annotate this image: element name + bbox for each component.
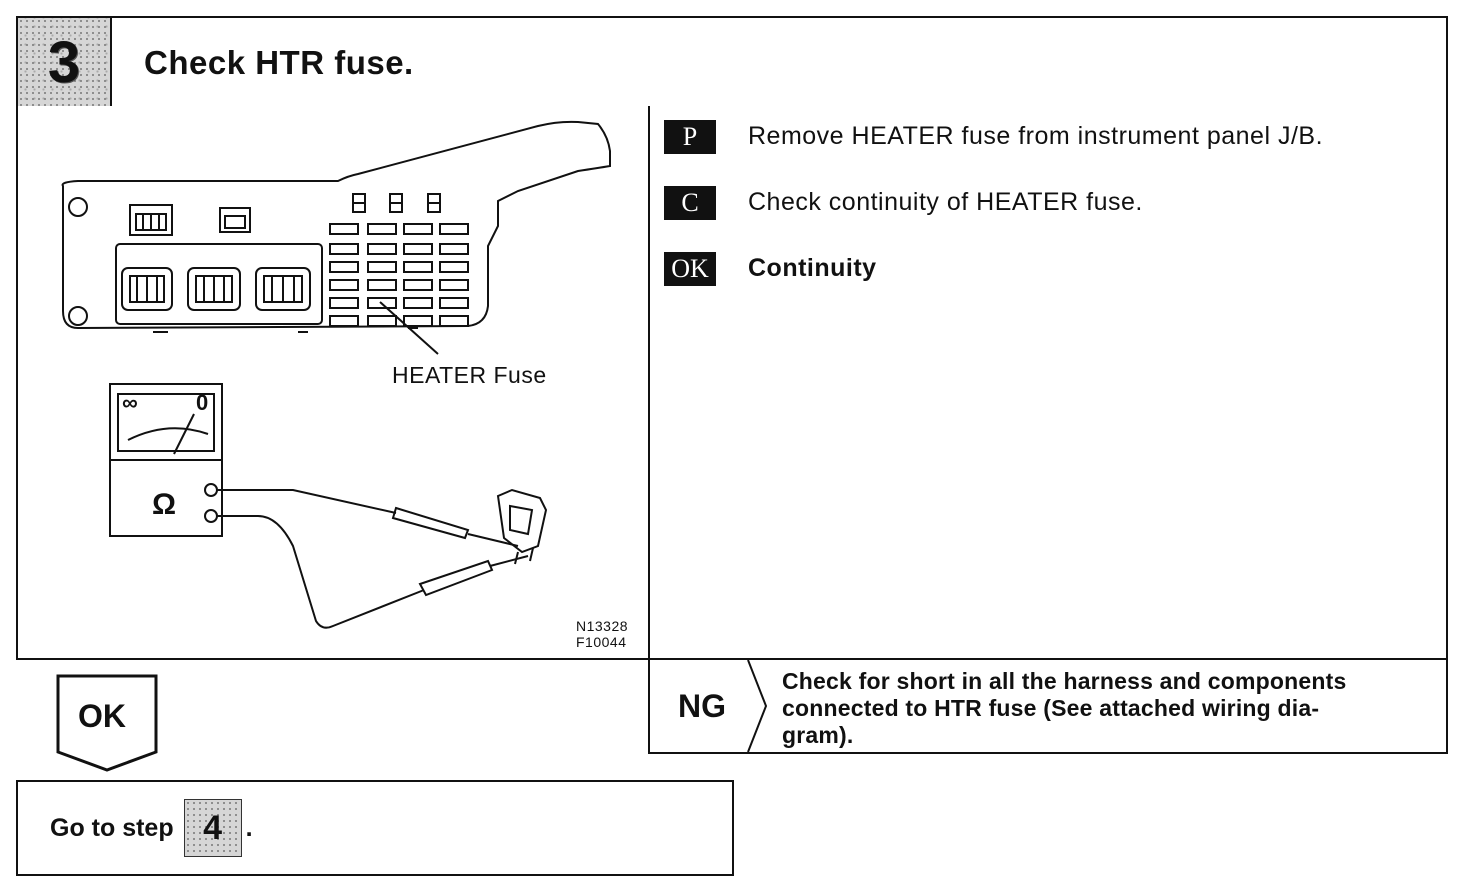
ng-branch: NG Check for short in all the harness an… <box>648 658 1448 754</box>
test-lead-1 <box>217 489 397 514</box>
meter-infinity-mark: ∞ <box>122 390 138 415</box>
goto-step-line: Go to step 4 . <box>50 799 253 857</box>
fuse-grid <box>329 223 469 327</box>
step-header: 3 Check HTR fuse. <box>16 16 1448 108</box>
goto-step-suffix: . <box>245 813 253 842</box>
fuse-check-illustration <box>61 120 611 629</box>
tag-p: P <box>664 120 716 154</box>
instruction-remove-fuse: Remove HEATER fuse from instrument panel… <box>748 122 1324 150</box>
mount-hole-bottom <box>68 306 88 326</box>
ok-arrow <box>56 674 158 772</box>
instruction-check-continuity: Check continuity of HEATER fuse. <box>748 188 1143 216</box>
meter-ohm-symbol: Ω <box>152 488 177 521</box>
figure-code-2: F10044 <box>576 634 627 650</box>
fuse <box>496 488 548 565</box>
callout-label: HEATER Fuse <box>392 362 547 388</box>
mount-hole-top <box>68 197 88 217</box>
goto-step-prefix: Go to step <box>50 813 174 842</box>
step-number-badge: 3 <box>18 18 112 106</box>
figure-panel: HEATER Fuse ∞ 0 Ω N13328 F10044 <box>16 106 650 660</box>
ng-text-line2: connected to HTR fuse (See attached wiri… <box>782 695 1320 721</box>
meter-zero-mark: 0 <box>196 390 209 415</box>
goto-step-link[interactable]: 4 <box>183 799 242 857</box>
goto-step-box: Go to step 4 . <box>16 780 734 876</box>
connector-region <box>115 243 323 325</box>
junction-block <box>61 120 611 330</box>
probe-2 <box>418 555 529 597</box>
probe-1 <box>391 506 519 547</box>
ng-text-line1: Check for short in all the harness and c… <box>782 668 1347 694</box>
ng-text-line3: gram). <box>782 722 854 748</box>
tag-c: C <box>664 186 716 220</box>
tag-ok: OK <box>664 252 716 286</box>
step-number: 3 <box>47 29 81 95</box>
ng-label: NG <box>678 688 726 724</box>
ok-label: OK <box>78 698 126 734</box>
instruction-expected-result: Continuity <box>748 254 877 282</box>
ng-chevron <box>747 660 768 752</box>
step-title: Check HTR fuse. <box>144 44 414 81</box>
figure-code-1: N13328 <box>576 618 629 634</box>
test-lead-2 <box>217 515 425 629</box>
instructions-panel: P Remove HEATER fuse from instrument pan… <box>648 106 1448 660</box>
